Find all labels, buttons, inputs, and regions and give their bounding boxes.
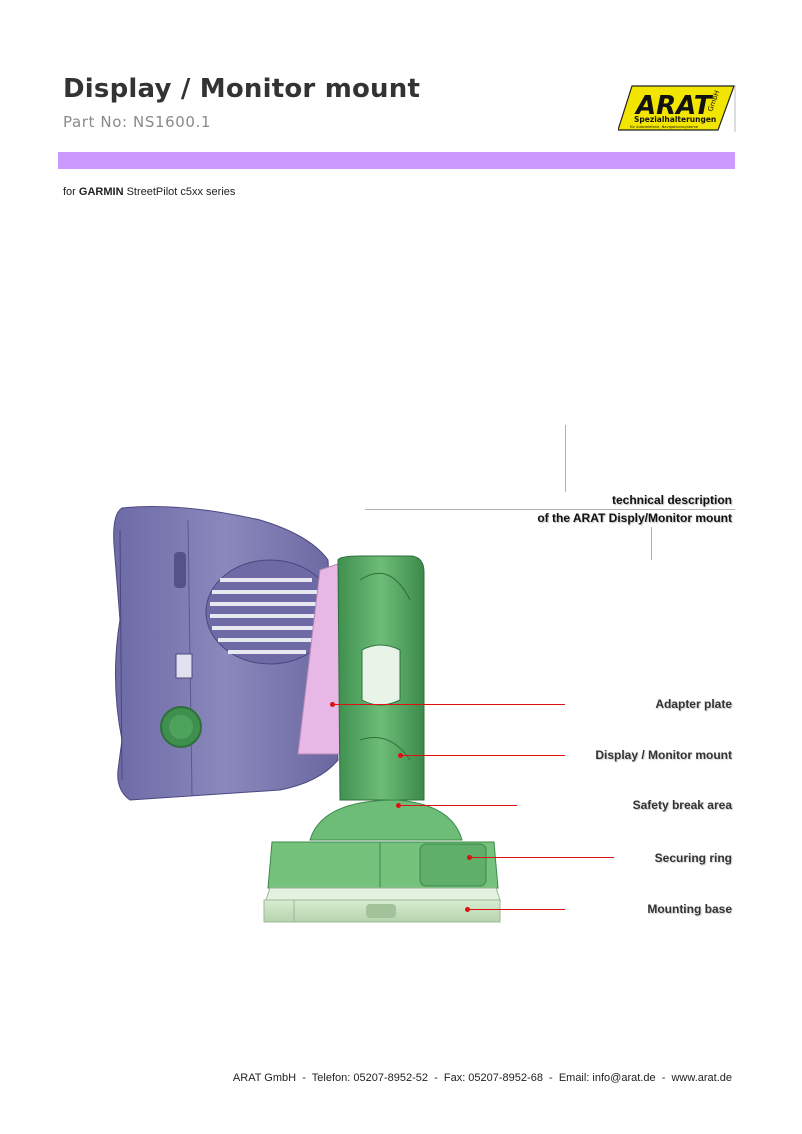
compat-prefix: for bbox=[63, 186, 76, 198]
part-number: Part No: NS1600.1 bbox=[63, 113, 212, 131]
page-title: Display / Monitor mount bbox=[63, 74, 421, 104]
product-illustration bbox=[60, 500, 540, 935]
header-band bbox=[58, 152, 735, 169]
leader-dot-adapter-plate bbox=[330, 702, 335, 707]
callout-securing-ring: Securing ring bbox=[654, 851, 732, 865]
tech-description-line1: technical description bbox=[611, 493, 732, 507]
divider-vertical-bottom bbox=[651, 527, 652, 560]
callout-adapter-plate: Adapter plate bbox=[655, 697, 732, 711]
leader-mounting-base bbox=[468, 909, 565, 910]
product-compatibility: for GARMIN StreetPilot c5xx series bbox=[63, 186, 235, 198]
leader-dot-monitor-mount bbox=[398, 753, 403, 758]
leader-adapter-plate bbox=[333, 704, 565, 705]
leader-monitor-mount bbox=[401, 755, 565, 756]
leader-dot-securing-ring bbox=[467, 855, 472, 860]
compat-model: StreetPilot c5xx series bbox=[126, 186, 236, 198]
leader-securing-ring bbox=[470, 857, 614, 858]
leader-dot-mounting-base bbox=[465, 907, 470, 912]
compat-brand: GARMIN bbox=[78, 186, 124, 198]
divider-vertical-top bbox=[565, 425, 566, 492]
tech-description-line2: of the ARAT Disply/Monitor mount bbox=[537, 511, 732, 525]
footer-contact: ARAT GmbH - Telefon: 05207-8952-52 - Fax… bbox=[232, 1072, 732, 1084]
leader-safety-break bbox=[399, 805, 517, 806]
callout-mounting-base: Mounting base bbox=[647, 902, 732, 916]
arat-logo: ARAT GmbH Spezialhalterungen für Autotel… bbox=[617, 82, 736, 134]
logo-subtagline: für Autotelefone, Navigationssysteme bbox=[630, 125, 699, 129]
logo-tagline: Spezialhalterungen bbox=[634, 115, 716, 124]
leader-dot-safety-break bbox=[396, 803, 401, 808]
divider-horizontal bbox=[365, 509, 735, 510]
callout-safety-break: Safety break area bbox=[632, 798, 732, 812]
callout-monitor-mount: Display / Monitor mount bbox=[595, 748, 732, 762]
